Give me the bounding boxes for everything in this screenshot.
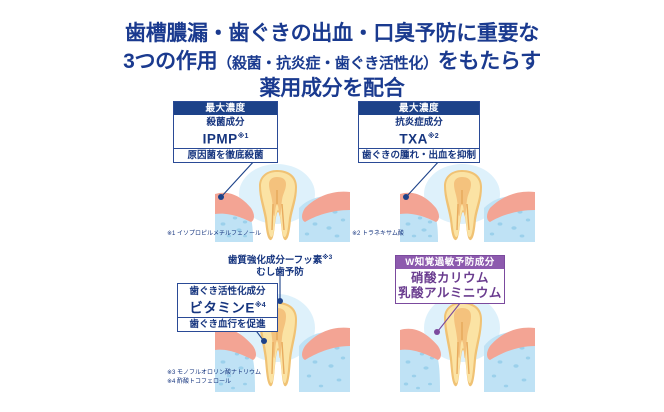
callout-bactericidal-ingredient: IPMP※1	[174, 129, 277, 147]
callout-hypersensitivity-header: W知覚過敏予防成分	[396, 256, 504, 269]
callout-bactericidal-footnote-marker: ※1	[237, 133, 249, 140]
footnote-3: ※3 モノフルオロリン酸ナトリウム	[167, 370, 262, 376]
tooth-diagram-antiinflammatory	[400, 164, 535, 242]
callout-hypersensitivity[interactable]: W知覚過敏予防成分 硝酸カリウム 乳酸アルミニウム	[395, 255, 505, 304]
callout-vitamin-e-effect: 歯ぐき血行を促進	[178, 316, 277, 331]
callout-antiinflammatory[interactable]: 最大濃度 抗炎症成分 TXA※2 歯ぐきの腫れ・出血を抑制	[358, 101, 480, 163]
callout-bactericidal-effect: 原因菌を徹底殺菌	[174, 147, 277, 162]
callout-fluoride-footnote-marker: ※3	[322, 254, 333, 261]
headline-line-2-a: 3つの作用	[123, 49, 218, 73]
callout-bactericidal-subtitle: 殺菌成分	[206, 117, 245, 128]
callout-antiinflammatory-effect: 歯ぐきの腫れ・出血を抑制	[359, 147, 479, 162]
headline-line-1: 歯槽膿漏・歯ぐきの出血・口臭予防に重要な	[125, 22, 539, 45]
callout-vitamin-e[interactable]: 歯ぐき活性化成分 ビタミンE※4 歯ぐき血行を促進	[177, 283, 278, 332]
page-title: 歯槽膿漏・歯ぐきの出血・口臭予防に重要な 3つの作用（殺菌・抗炎症・歯ぐき活性化…	[0, 20, 664, 103]
callout-antiinflammatory-subtitle: 抗炎症成分	[395, 117, 443, 128]
callout-bactericidal[interactable]: 最大濃度 殺菌成分 IPMP※1 原因菌を徹底殺菌	[173, 101, 278, 163]
footnote-1: ※1 イソプロピルメチルフェノール	[167, 231, 262, 237]
leader-line-antiinflammatory	[403, 159, 441, 200]
headline-line-2: 3つの作用（殺菌・抗炎症・歯ぐき活性化）をもたらす	[0, 48, 664, 76]
callout-hypersensitivity-ingredient-2: 乳酸アルミニウム	[398, 286, 502, 300]
callout-vitamin-e-ingredient: ビタミンE※4	[178, 298, 277, 316]
callout-vitamin-e-footnote-marker: ※4	[254, 302, 266, 309]
callout-hypersensitivity-ingredient-1: 硝酸カリウム	[410, 271, 489, 285]
leader-line-bactericidal	[218, 159, 256, 200]
headline-line-2-c: をもたらす	[437, 49, 541, 73]
footnote-4: ※4 酢酸トコフェロール	[167, 379, 232, 385]
callout-vitamin-e-ingredient-name: ビタミンE	[189, 300, 255, 316]
headline-line-2-b: （殺菌・抗炎症・歯ぐき活性化）	[217, 54, 438, 72]
callout-fluoride-line-2: むし歯予防	[256, 267, 304, 279]
headline-line-3: 薬用成分を配合	[259, 77, 405, 101]
callout-antiinflammatory-header: 最大濃度	[359, 102, 479, 115]
callout-antiinflammatory-ingredient-name: TXA	[399, 131, 428, 147]
callout-fluoride-text: 歯質強化成分ーフッ素	[227, 255, 323, 267]
callout-bactericidal-header: 最大濃度	[174, 102, 277, 115]
callout-bactericidal-ingredient-name: IPMP	[202, 131, 238, 147]
callout-fluoride: 歯質強化成分ーフッ素※3 むし歯予防	[200, 252, 360, 279]
callout-vitamin-e-subtitle: 歯ぐき活性化成分	[189, 286, 266, 297]
callout-antiinflammatory-footnote-marker: ※2	[427, 133, 439, 140]
callout-antiinflammatory-ingredient: TXA※2	[359, 129, 479, 147]
footnote-2: ※2 トラネキサム酸	[352, 231, 404, 237]
leader-line-fluoride	[277, 276, 283, 304]
tooth-diagram-hypersensitivity	[400, 294, 535, 392]
tooth-diagram-bactericidal	[215, 164, 350, 242]
callout-fluoride-line-1: 歯質強化成分ーフッ素※3	[200, 252, 360, 267]
